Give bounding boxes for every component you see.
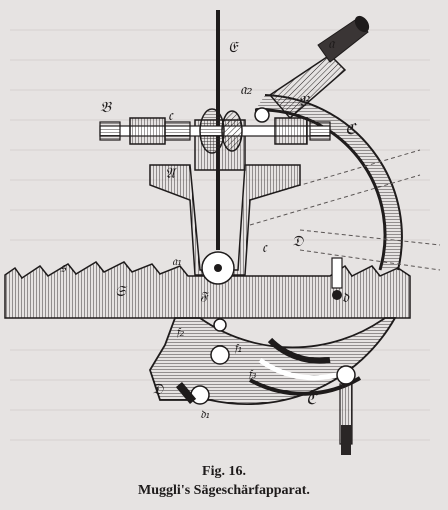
- horizontal-shaft: [99, 107, 331, 154]
- file-disc: [201, 251, 235, 285]
- label-D-bottom: 𝔇: [152, 380, 164, 398]
- clamp-bolt: [331, 257, 343, 300]
- label-C-bottom: ℭ: [306, 390, 319, 408]
- handle-arm: [268, 15, 370, 120]
- label-s-blade: 𝔰: [60, 258, 67, 276]
- label-a1: 𝔞₁: [172, 254, 182, 268]
- label-f2: 𝔣₂: [176, 325, 185, 339]
- label-c-mid: 𝔠: [262, 238, 269, 256]
- label-a2: 𝔞₂: [240, 80, 253, 98]
- label-a: 𝔞: [328, 34, 336, 52]
- adjusting-post: [336, 365, 356, 455]
- engraving-figure: 𝔈 𝔞 𝔞₂ 𝔅 𝔅 𝔠 ℭ 𝔄 𝔇 𝔠 𝔞₁ 𝔰 𝔖 𝔉 𝔡 𝔣₂ 𝔣₁ 𝔣₃…: [4, 10, 441, 455]
- label-A: 𝔄: [165, 164, 178, 182]
- label-d: 𝔡: [342, 288, 350, 306]
- label-C: ℭ: [345, 120, 358, 138]
- saw-sharpener-illustration: 𝔈 𝔞 𝔞₂ 𝔅 𝔅 𝔠 ℭ 𝔄 𝔇 𝔠 𝔞₁ 𝔰 𝔖 𝔉 𝔡 𝔣₂ 𝔣₁ 𝔣₃…: [4, 10, 441, 455]
- saw-blade: [4, 261, 411, 319]
- label-B-left: 𝔅: [100, 98, 112, 116]
- label-d1: 𝔡₁: [200, 407, 210, 421]
- label-E: 𝔈: [228, 38, 240, 56]
- label-B-right: 𝔅: [298, 92, 310, 110]
- figure-title: Muggli's Sägeschärfapparat.: [138, 483, 310, 498]
- label-f1: 𝔣₁: [234, 341, 242, 355]
- label-D-mid: 𝔇: [292, 232, 304, 250]
- lower-carriage: [149, 317, 397, 405]
- label-f3: 𝔣₃: [248, 367, 257, 381]
- label-F: 𝔉: [200, 289, 209, 303]
- label-S: 𝔖: [115, 282, 128, 300]
- label-c-top: 𝔠: [168, 106, 175, 124]
- figure-number: Fig. 16.: [202, 464, 246, 479]
